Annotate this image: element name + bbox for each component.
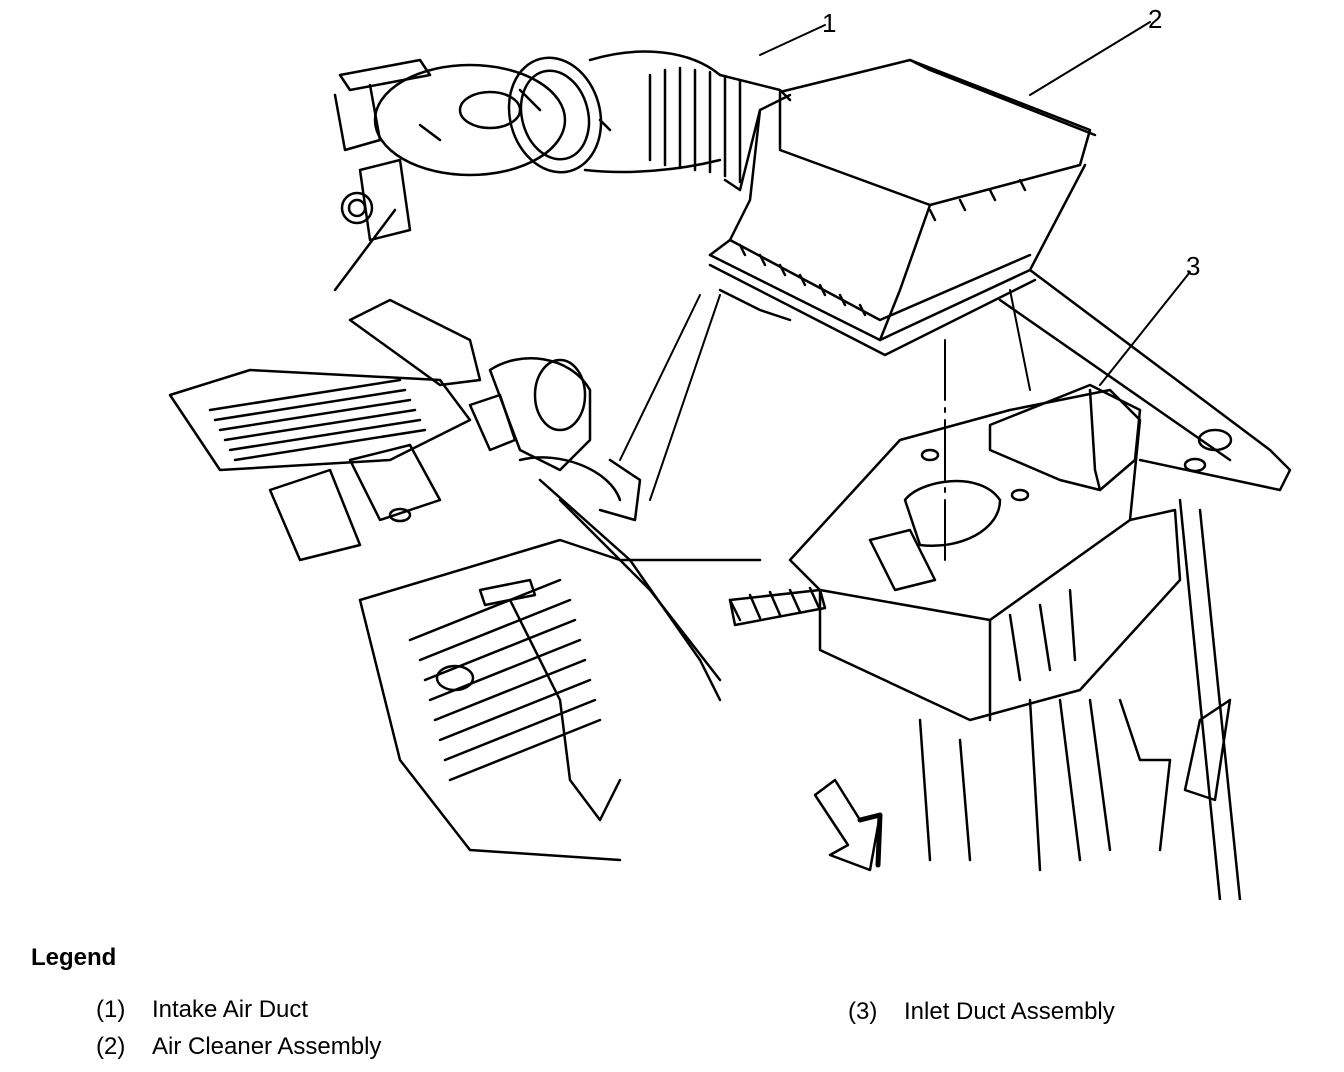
legend-title: Legend [31, 944, 117, 971]
legend-item-label: Air Cleaner Assembly [152, 1033, 382, 1060]
engine-block [168, 298, 762, 862]
legend-item-number: (3) [848, 998, 878, 1025]
legend-item-1: (1) Intake Air Duct [96, 996, 308, 1024]
callout-1: 1 [822, 8, 836, 38]
callout-2: 2 [1148, 4, 1162, 34]
inlet-duct-assembly [788, 383, 1182, 722]
legend-item-2: (2) Air Cleaner Assembly [96, 1033, 381, 1061]
legend-item-label: Inlet Duct Assembly [904, 998, 1115, 1025]
legend-item-number: (2) [96, 1033, 126, 1060]
callout-3: 3 [1186, 251, 1200, 281]
legend-item-3: (3) Inlet Duct Assembly [848, 998, 1115, 1026]
intake-air-duct [507, 50, 792, 192]
legend-item-label: Intake Air Duct [152, 996, 309, 1023]
front-direction-arrow [813, 778, 883, 872]
throttle-body [468, 357, 827, 702]
callout-leaders [759, 21, 1191, 386]
strut-tower [333, 58, 567, 292]
legend-item-number: (1) [96, 996, 126, 1023]
radiator-support [918, 268, 1292, 900]
alignment-lines [619, 289, 1031, 561]
callout-numbers: 1 2 3 [822, 4, 1200, 281]
air-cleaner-assembly [708, 58, 1097, 357]
engine-air-intake-diagram: 1 2 3 [168, 4, 1292, 900]
